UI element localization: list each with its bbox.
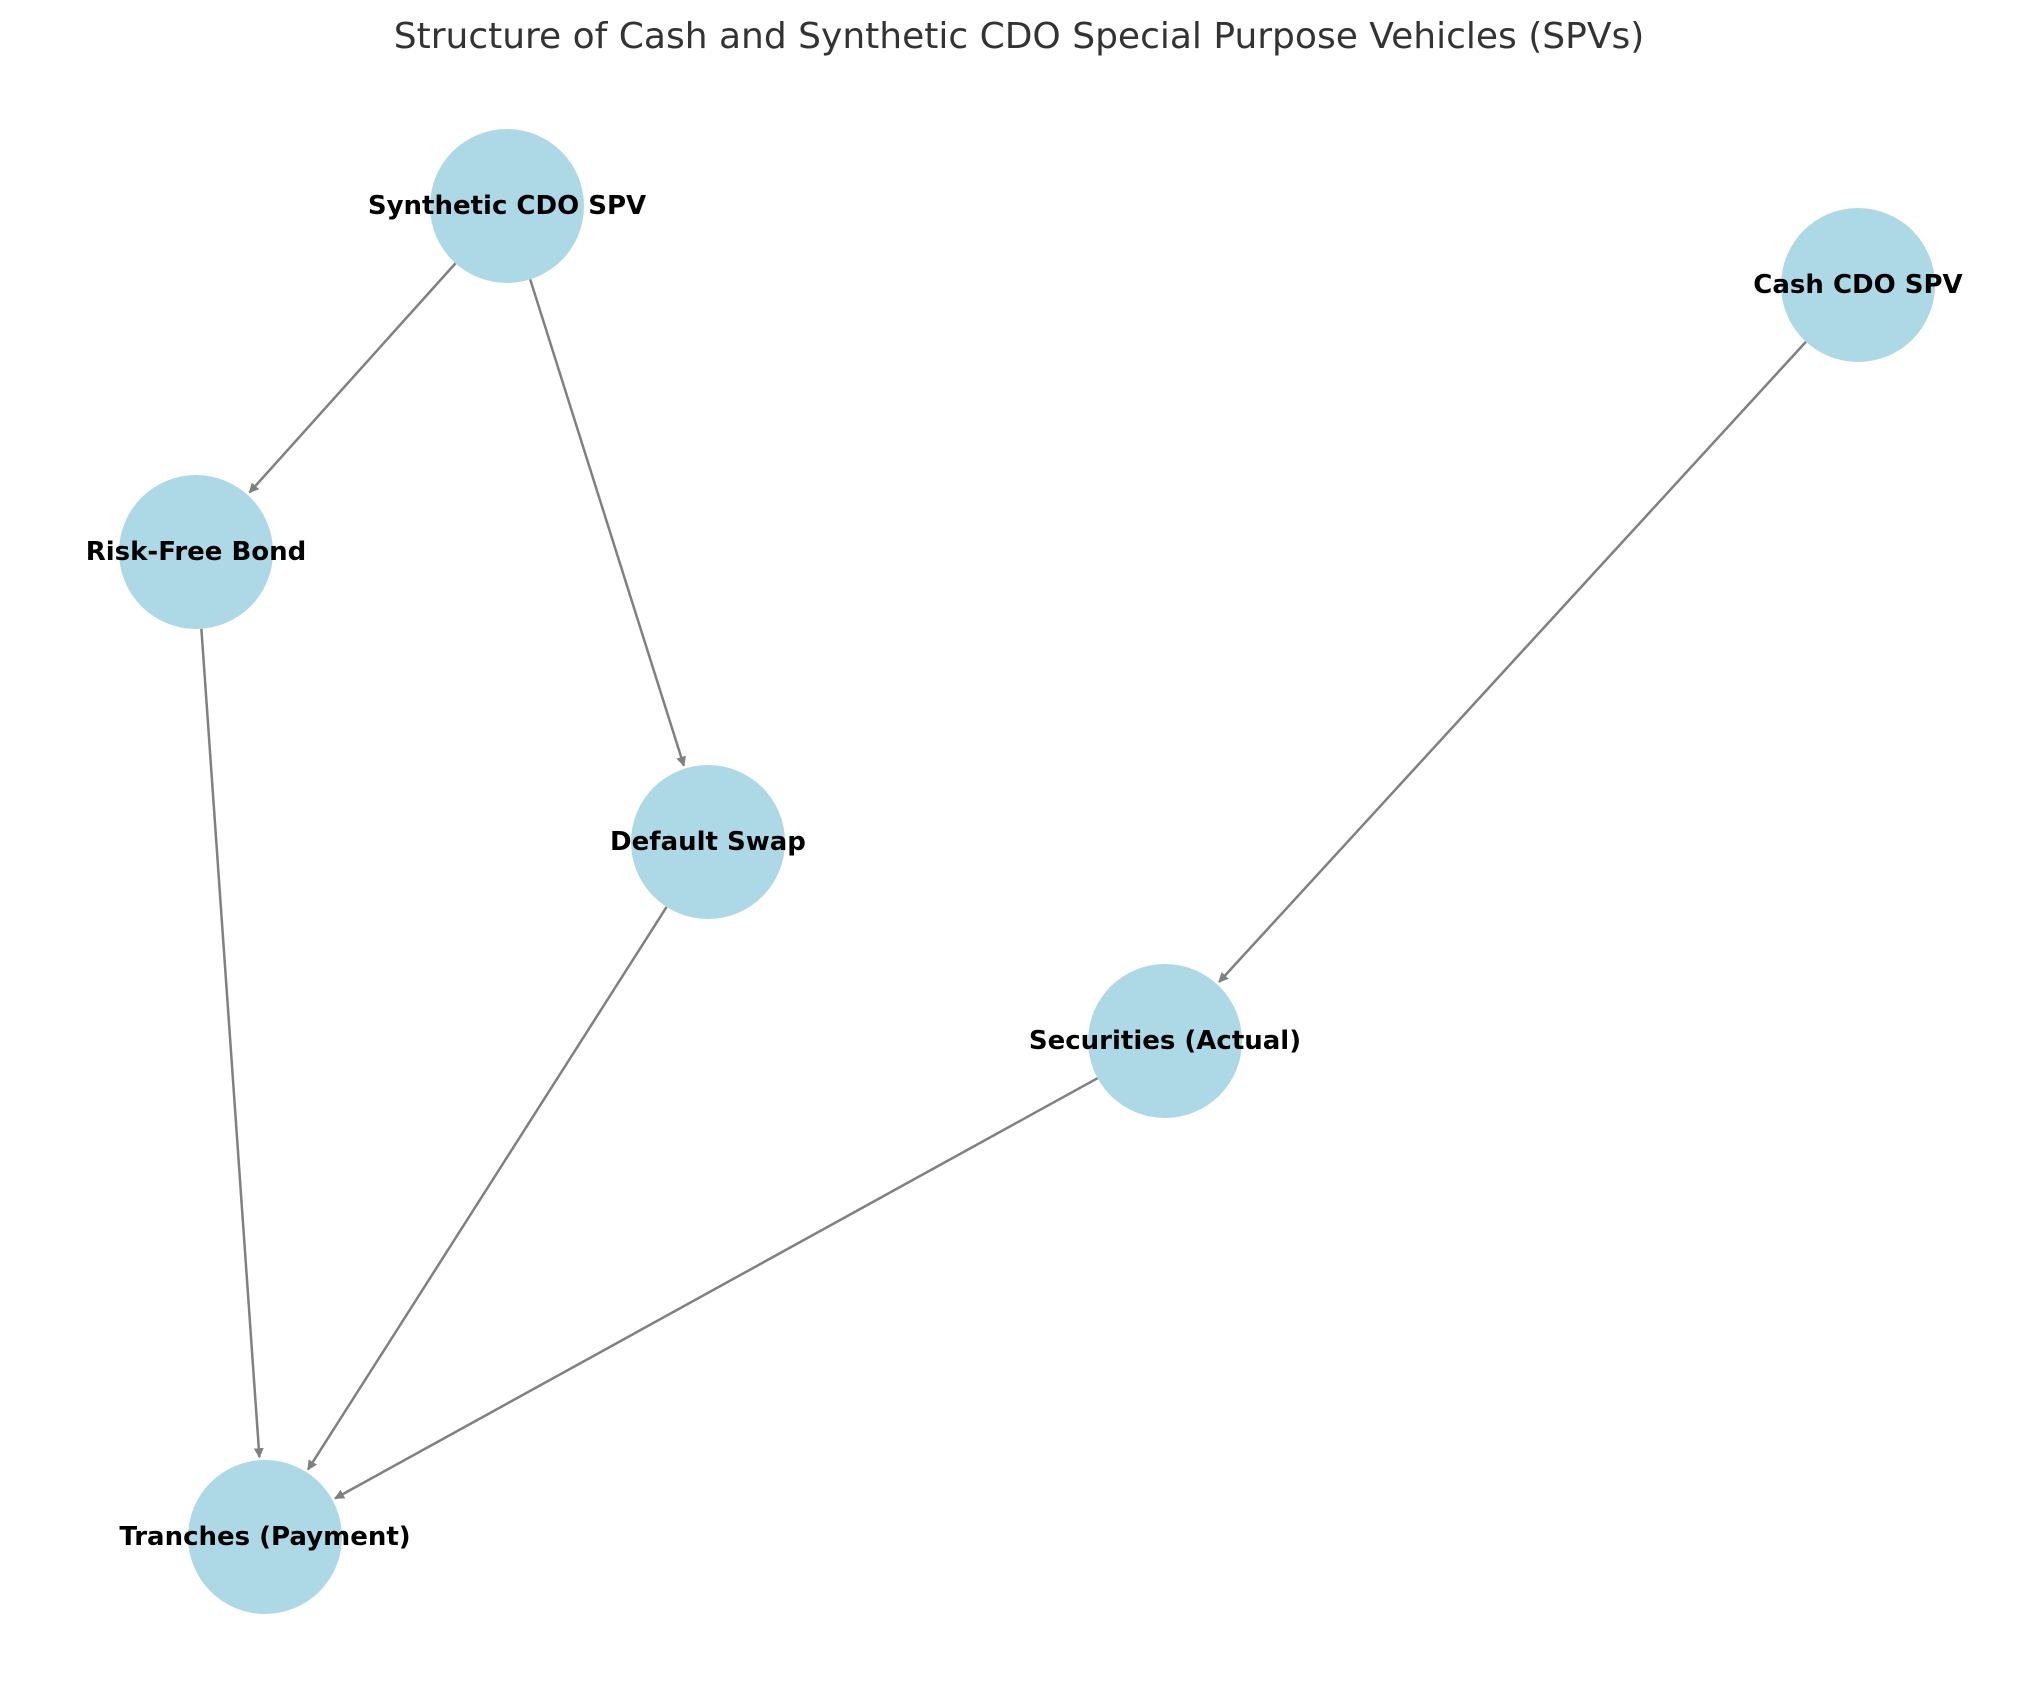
edge-cash-to-securities — [1218, 340, 1807, 983]
edge-synthetic-to-swap — [529, 279, 686, 767]
node-label-riskfree: Risk-Free Bond — [86, 537, 307, 567]
node-swap: Default Swap — [610, 765, 806, 919]
node-tranches: Tranches (Payment) — [119, 1460, 411, 1614]
node-synthetic: Synthetic CDO SPV — [368, 129, 646, 283]
node-securities: Securities (Actual) — [1029, 964, 1301, 1118]
edge-synthetic-to-riskfree — [248, 262, 457, 494]
node-circle-cash — [1781, 208, 1935, 362]
node-circle-synthetic — [430, 129, 584, 283]
node-label-tranches: Tranches (Payment) — [119, 1522, 410, 1552]
node-label-securities: Securities (Actual) — [1029, 1026, 1301, 1056]
node-circle-swap — [631, 765, 785, 919]
edge-riskfree-to-tranches — [200, 628, 264, 1459]
edge-securities-to-tranches — [334, 1077, 1099, 1500]
nodes-layer: Synthetic CDO SPV Cash CDO SPV Risk-Free B… — [86, 129, 1963, 1614]
node-label-swap: Default Swap — [610, 827, 806, 857]
node-cash: Cash CDO SPV — [1753, 208, 1963, 362]
node-circle-riskfree — [119, 475, 273, 629]
node-label-synthetic: Synthetic CDO SPV — [368, 191, 646, 221]
edge-swap-to-tranches — [306, 906, 668, 1471]
node-circle-tranches — [188, 1460, 342, 1614]
edges-layer — [200, 262, 1807, 1500]
node-label-cash: Cash CDO SPV — [1753, 270, 1962, 300]
node-circle-securities — [1088, 964, 1242, 1118]
node-riskfree: Risk-Free Bond — [86, 475, 307, 629]
diagram-title: Structure of Cash and Synthetic CDO Spec… — [394, 16, 1645, 57]
